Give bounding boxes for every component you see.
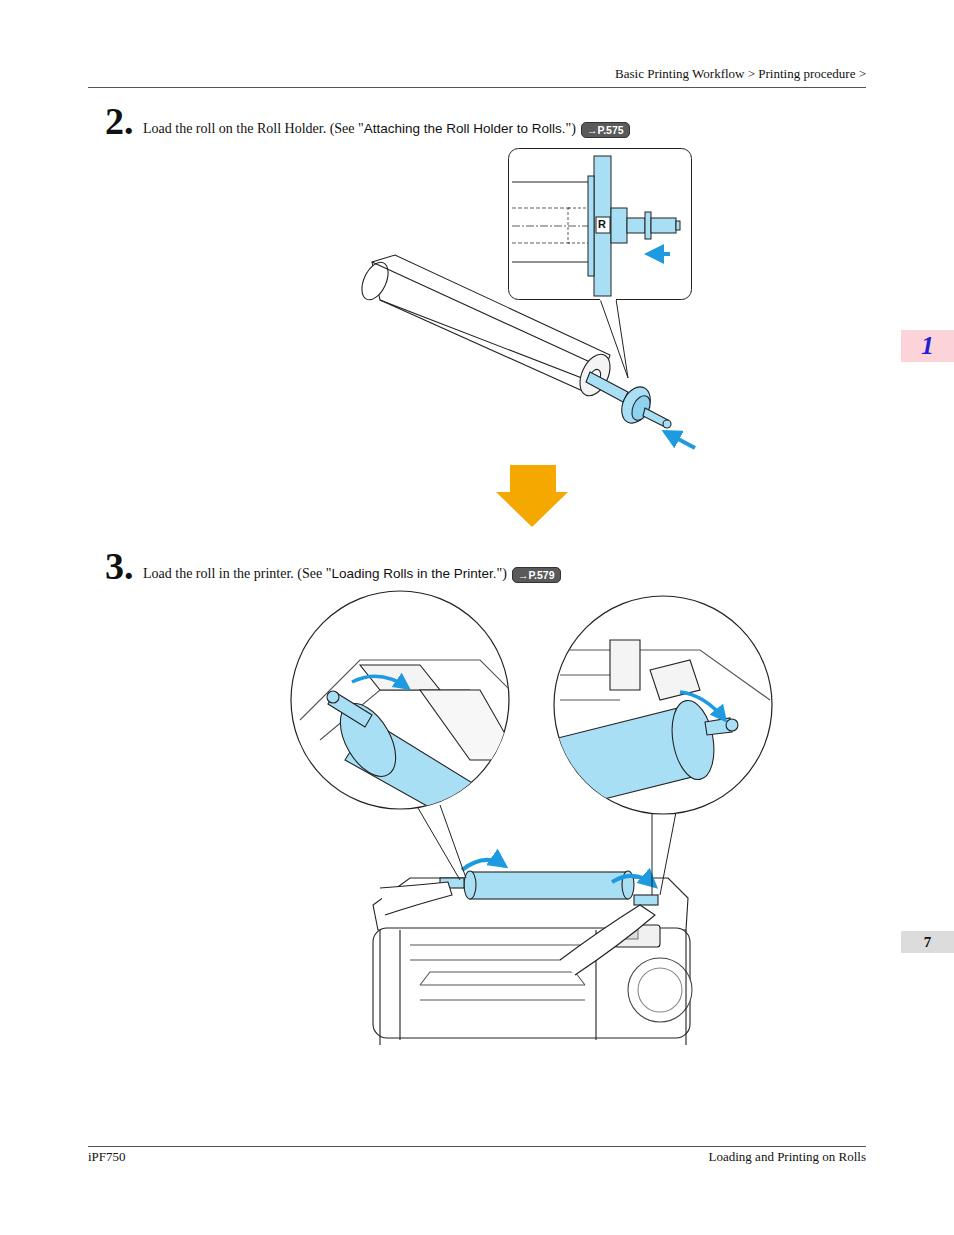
line-art	[680, 692, 725, 720]
line-art	[611, 208, 627, 243]
line-art	[352, 676, 408, 688]
footer-section: Loading and Printing on Rolls	[709, 1149, 866, 1165]
line-art	[380, 300, 585, 392]
header-rule	[88, 87, 866, 88]
line-art	[560, 905, 655, 975]
instruction-text: Attaching the Roll Holder to Rolls.	[364, 121, 566, 136]
line-art	[652, 812, 676, 895]
line-art	[512, 262, 594, 263]
instruction-text: Load the roll in the printer. (See "	[143, 566, 331, 582]
line-art	[512, 208, 572, 209]
footer-rule	[88, 1146, 866, 1147]
page-reference: →P.575	[581, 122, 630, 138]
line-art	[464, 871, 476, 899]
side-marker: R	[598, 218, 606, 230]
line-art	[645, 212, 651, 239]
line-art	[666, 697, 719, 783]
next-step-arrow	[496, 465, 568, 527]
footer-model: iPF750	[88, 1149, 126, 1165]
line-art	[357, 258, 394, 304]
line-art	[600, 299, 628, 378]
step-instruction: Load the roll in the printer. (See "Load…	[143, 566, 507, 582]
line-art	[400, 930, 596, 1040]
holder-inset	[509, 149, 692, 379]
page-reference: →P.579	[512, 567, 561, 583]
line-art	[596, 217, 610, 233]
line-art	[512, 243, 572, 244]
line-art	[628, 958, 692, 1022]
line-art	[638, 968, 682, 1012]
node-text: 7	[924, 934, 932, 951]
line-art	[616, 382, 656, 427]
instruction-text: ")	[566, 121, 576, 137]
line-art	[470, 872, 628, 899]
line-art	[648, 252, 670, 256]
line-art	[627, 218, 645, 233]
line-art	[651, 218, 676, 233]
line-art	[550, 640, 770, 810]
chapter-tab: 1	[901, 330, 954, 362]
node-text: →P.579	[518, 569, 555, 581]
printer-illustration	[373, 871, 692, 1045]
line-art	[420, 690, 520, 760]
line-art	[634, 895, 658, 905]
line-art	[462, 860, 505, 870]
line-art	[726, 719, 738, 731]
line-art	[327, 691, 339, 703]
step-number: 3.	[105, 544, 134, 588]
line-art	[418, 805, 466, 880]
instruction-text: Load the roll on the Roll Holder. (See "	[143, 121, 364, 137]
line-art	[663, 420, 671, 428]
step-instruction: Load the roll on the Roll Holder. (See "…	[143, 121, 576, 137]
line-art	[512, 182, 594, 183]
line-art	[420, 972, 585, 985]
node-text: →P.575	[587, 124, 624, 136]
line-art	[560, 650, 770, 700]
instruction-text: Loading Rolls in the Printer.	[331, 566, 496, 581]
instruction-text: ")	[497, 566, 507, 582]
line-art	[586, 372, 628, 402]
line-art	[612, 876, 655, 886]
line-art	[676, 221, 680, 230]
line-art	[594, 156, 611, 296]
line-art	[300, 660, 520, 830]
line-art	[588, 176, 594, 276]
line-art	[509, 149, 692, 300]
line-art	[512, 226, 594, 227]
line-art	[600, 299, 616, 301]
push-arrow	[665, 432, 695, 448]
line-art	[610, 640, 640, 690]
node-text: 1	[921, 331, 934, 361]
line-art	[410, 945, 590, 1000]
step-number: 2.	[105, 99, 134, 143]
line-art	[380, 882, 452, 915]
page-number-tab: 7	[901, 931, 954, 953]
line-art	[380, 930, 686, 1045]
running-header: Basic Printing Workflow > Printing proce…	[615, 66, 866, 82]
line-art	[328, 692, 372, 727]
